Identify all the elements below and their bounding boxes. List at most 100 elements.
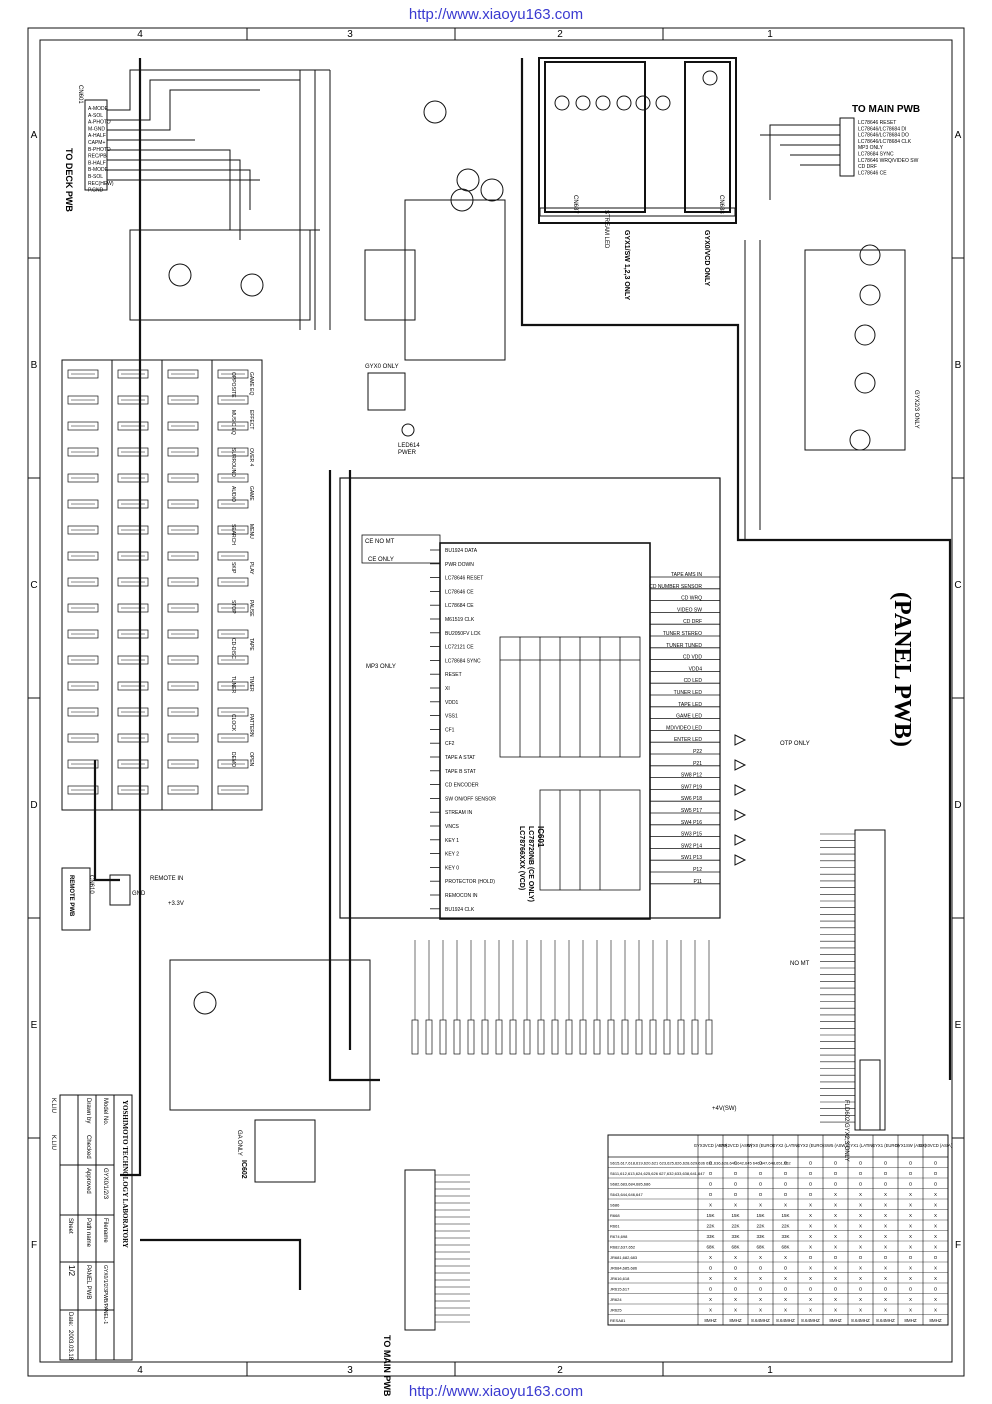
- option-table-cell: O: [709, 1192, 713, 1197]
- option-table-cell: X: [809, 1234, 812, 1239]
- option-table-cell: X: [809, 1245, 812, 1250]
- option-table-cell: X: [909, 1192, 912, 1197]
- option-table-cell: X: [734, 1276, 737, 1281]
- main-pwb-pin-label: LC78646/LC78684 DO: [858, 133, 909, 139]
- option-table-cell: O: [859, 1161, 863, 1166]
- deck-pin-label: A-SOL: [88, 113, 103, 119]
- ic601-right-pin-label: ENTER LED: [674, 737, 702, 743]
- ic601-right-pin-label: TAPE AMS IN: [671, 572, 702, 578]
- main-pwb-pin-label: LC78646 RESET: [858, 120, 896, 126]
- option-table-cell: X: [934, 1266, 937, 1271]
- option-table-cell: X: [884, 1224, 887, 1229]
- deck-pin-label: B-PHOTO: [88, 147, 111, 153]
- resistor: [467, 1019, 475, 1055]
- to-deck-pwb-label: TO DECK PWB: [64, 148, 74, 212]
- header-url[interactable]: http://www.xiaoyu163.com: [408, 6, 584, 23]
- ic601-left-pin-label: LC78684 SYNC: [445, 658, 481, 664]
- key-switch: [217, 499, 249, 509]
- option-table-header: GYX0VCD (ASIA): [919, 1143, 953, 1148]
- option-table-cell: O: [734, 1266, 738, 1271]
- option-table-cell: X: [759, 1255, 762, 1260]
- option-table-row-label: JR681,682,683: [610, 1255, 638, 1260]
- option-table-cell: X: [884, 1297, 887, 1302]
- main-pwb-pin-label: LC78646/LC78684 CLK: [858, 139, 912, 145]
- option-table-cell: X: [884, 1276, 887, 1281]
- option-table-cell: O: [859, 1171, 863, 1176]
- option-table-cell: O: [809, 1287, 813, 1292]
- option-table-cell: X: [759, 1308, 762, 1313]
- ic601-left-pin-label: LC78646 RESET: [445, 576, 483, 582]
- option-table-header: GYX0 (EURO): [747, 1143, 775, 1148]
- option-table-cell: 33K: [781, 1234, 789, 1239]
- key-switch: [67, 681, 99, 691]
- deck-pin-label: REC/PB: [88, 154, 107, 160]
- option-table-header: SW5 (ASW): [824, 1143, 847, 1148]
- gyx0-vcd-only-label: GYX0/VCD ONLY: [703, 230, 710, 286]
- key-switch: [217, 421, 249, 431]
- resistor: [439, 1019, 447, 1055]
- ic601-left-pin-label: PWR DOWN: [445, 562, 474, 568]
- option-table-cell: O: [909, 1161, 913, 1166]
- key-switch: [167, 499, 199, 509]
- grid-col-bottom-1: 1: [767, 1365, 773, 1376]
- key-switch: [217, 551, 249, 561]
- option-table-cell: O: [734, 1287, 738, 1292]
- deck-transistors: [168, 100, 504, 297]
- grid-row-left-A: A: [31, 130, 38, 141]
- option-table-cell: X: [834, 1224, 837, 1229]
- deck-pin-label: B-MODE: [88, 167, 109, 173]
- plus33v-label: +3.3V: [168, 901, 184, 907]
- grid-col-top-3: 3: [347, 29, 353, 40]
- inner-frame: [39, 39, 953, 1363]
- option-table-cell: O: [834, 1287, 838, 1292]
- option-table-cell: O: [809, 1255, 813, 1260]
- option-table-row-label: JR684,685,686: [610, 1266, 638, 1271]
- option-table-cell: 8MHZ: [904, 1318, 917, 1323]
- grid-row-left-F: F: [31, 1240, 37, 1251]
- option-table-cell: X: [734, 1203, 737, 1208]
- key-function-label: OPEN: [248, 752, 254, 767]
- resistor: [523, 1019, 531, 1055]
- option-table-cell: X: [884, 1308, 887, 1313]
- stream-led-label: STREAM LED: [603, 210, 609, 249]
- ic601-left-pin-label: TAPE A STAT: [445, 755, 475, 761]
- bottom-connector-pins: [435, 1174, 470, 1323]
- option-table-cell: X: [834, 1266, 837, 1271]
- option-table-cell: O: [834, 1182, 838, 1187]
- ga-only-label: GA ONLY: [236, 1130, 242, 1156]
- option-table-header: GYX3VCD (ASW): [694, 1143, 728, 1148]
- ic601-left-pin-label: VSS1: [445, 714, 458, 720]
- key-switch: [117, 629, 149, 639]
- footer-url[interactable]: http://www.xiaoyu163.com: [408, 1383, 584, 1400]
- ic601-left-pin-label: BU2050FV LCK: [445, 631, 481, 637]
- option-table-cell: X: [784, 1203, 787, 1208]
- key-switch: [117, 369, 149, 379]
- ic601-left-pin-label: PROTECTOR (HOLD): [445, 879, 495, 885]
- option-table-cell: X: [934, 1308, 937, 1313]
- key-switch: [67, 759, 99, 769]
- option-table-cell: O: [834, 1255, 838, 1260]
- option-table-cell: X: [834, 1192, 837, 1197]
- otp-only-label: OTP ONLY: [780, 741, 810, 747]
- option-table-cell: O: [759, 1182, 763, 1187]
- switch-diodes: [734, 734, 747, 866]
- option-table-cell: X: [759, 1276, 762, 1281]
- key-function-label: EFFECT: [248, 410, 254, 429]
- outer-frame: [27, 27, 965, 1377]
- key-switch: [167, 473, 199, 483]
- option-table-cell: X: [859, 1224, 862, 1229]
- option-table-cell: 15K: [706, 1213, 714, 1218]
- option-table-row-label: S682,683,684,685,686: [610, 1182, 651, 1187]
- key-function-label: SEARCH: [230, 524, 236, 545]
- option-table-cell: X: [784, 1276, 787, 1281]
- option-table-cell: O: [834, 1171, 838, 1176]
- key-switch: [117, 707, 149, 717]
- key-switch: [67, 421, 99, 431]
- ic601-outer: [339, 477, 721, 919]
- ic601-left-pin-label: RESET: [445, 672, 462, 678]
- option-table-cell: 22K: [781, 1224, 789, 1229]
- ic601-right-pin-label: P12: [693, 867, 702, 873]
- option-table-cell: X: [834, 1276, 837, 1281]
